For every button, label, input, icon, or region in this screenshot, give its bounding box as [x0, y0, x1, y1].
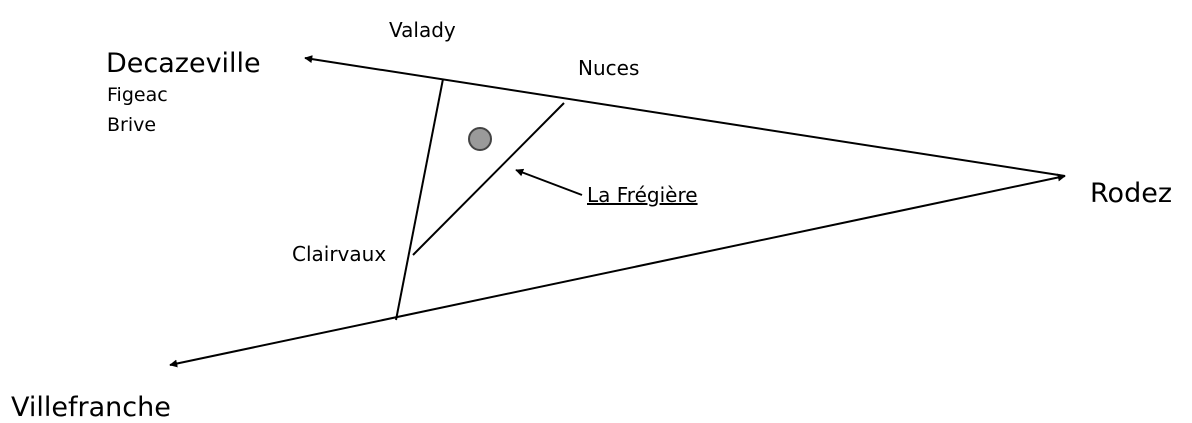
road-rodez-decazeville	[304, 55, 1066, 177]
label-valady: Valady	[389, 18, 456, 42]
label-rodez: Rodez	[1090, 178, 1172, 209]
road-rodez-villefranche	[169, 173, 1066, 368]
label-brive: Brive	[107, 114, 157, 136]
label-figeac: Figeac	[107, 84, 168, 106]
label-la-fregiere[interactable]: La Frégière	[587, 183, 698, 207]
label-decazeville: Decazeville	[106, 48, 261, 79]
label-nuces: Nuces	[578, 56, 640, 80]
label-clairvaux: Clairvaux	[292, 242, 387, 266]
road-valady-villefranche	[395, 78, 444, 321]
location-marker-dot	[468, 127, 492, 151]
label-villefranche: Villefranche	[11, 392, 171, 423]
pointer-arrow	[515, 168, 583, 196]
road-nuces-clairvaux	[412, 102, 565, 256]
